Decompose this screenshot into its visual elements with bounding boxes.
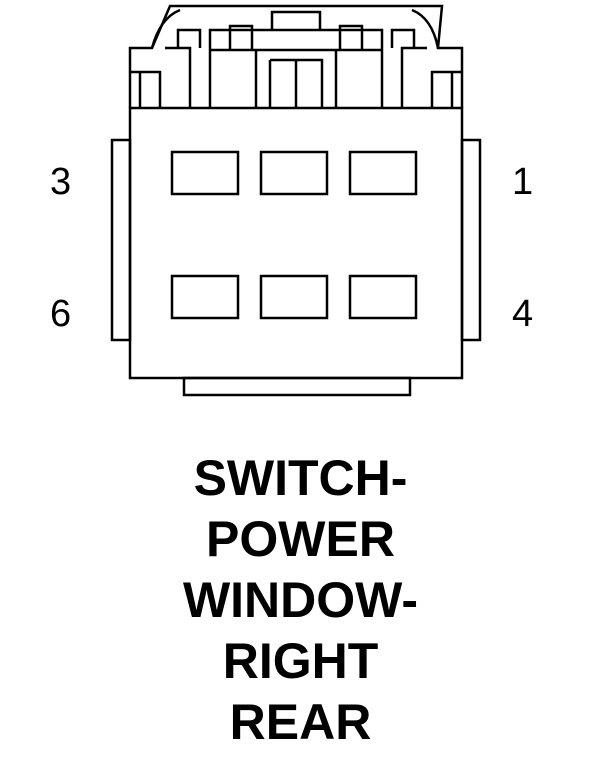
caption-line-4: RIGHT <box>222 633 379 689</box>
pin-label-bottom-left: 6 <box>50 293 71 335</box>
bottom-key-rail <box>182 376 412 397</box>
connector-caption: SWITCH- POWER WINDOW- RIGHT REAR <box>0 448 601 753</box>
pin-cavity <box>348 150 418 196</box>
pin-label-top-right: 1 <box>512 161 533 203</box>
right-side-tab <box>460 138 482 342</box>
pin-cavity <box>348 274 418 320</box>
pin-cavity <box>259 150 329 196</box>
connector-diagram: 3 1 6 4 <box>50 4 533 397</box>
left-side-tab <box>110 138 132 342</box>
connector-body <box>128 106 464 380</box>
pin-label-top-left: 3 <box>50 161 71 203</box>
pin-cavity <box>170 274 240 320</box>
pin-cavity <box>259 274 329 320</box>
caption-line-3: WINDOW- <box>182 572 419 628</box>
pin-label-bottom-right: 4 <box>512 293 533 335</box>
pin-cavity <box>170 150 240 196</box>
caption-line-2: POWER <box>206 511 395 567</box>
top-latch-housing <box>128 4 464 108</box>
caption-line-5: REAR <box>229 694 372 750</box>
caption-line-1: SWITCH- <box>193 450 408 506</box>
